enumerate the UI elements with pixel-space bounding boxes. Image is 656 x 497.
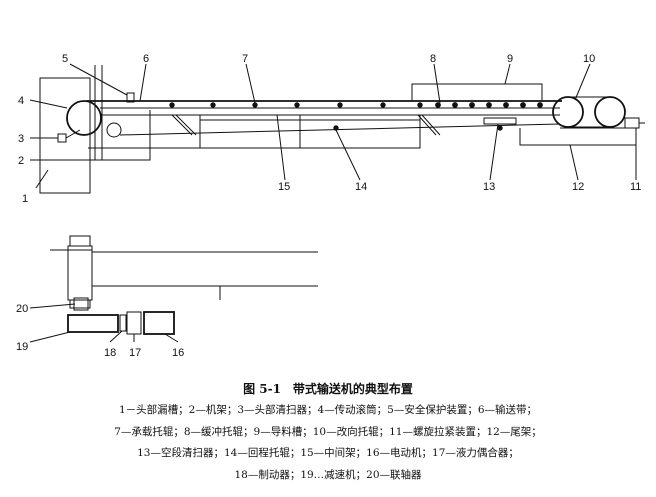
reducer bbox=[67, 314, 119, 333]
part-label-10: 10 bbox=[583, 53, 595, 65]
part-label-13: 13 bbox=[483, 181, 495, 193]
middle-frame bbox=[149, 115, 421, 149]
legend-line: 7—承载托辊；8—缓冲托辊；9—导料槽；10—改向托辊；11—螺旋拉紧装置；12… bbox=[114, 425, 542, 438]
drive-pulley bbox=[66, 100, 102, 136]
bend-pulley bbox=[552, 96, 584, 128]
part-label-5: 5 bbox=[62, 53, 68, 65]
head-frame bbox=[88, 65, 151, 161]
part-labels: 1 2 3 4 5 6 7 8 9 10 11 12 13 14 15 16 1… bbox=[16, 53, 641, 359]
part-label-14: 14 bbox=[355, 181, 367, 193]
part-label-3: 3 bbox=[18, 133, 24, 145]
part-label-7: 7 bbox=[242, 53, 248, 65]
screw-take-up bbox=[624, 117, 640, 129]
part-label-8: 8 bbox=[430, 53, 436, 65]
part-label-6: 6 bbox=[143, 53, 149, 65]
part-label-16: 16 bbox=[172, 347, 184, 359]
buffer-idlers bbox=[435, 102, 543, 108]
part-label-17: 17 bbox=[129, 347, 141, 359]
fluid-coupling bbox=[126, 311, 142, 335]
carrying-idlers bbox=[169, 102, 423, 108]
part-label-15: 15 bbox=[278, 181, 290, 193]
figure-caption: 图 5-1 带式输送机的典型布置 bbox=[243, 382, 413, 396]
empty-section-cleaner bbox=[483, 117, 517, 125]
part-label-20: 20 bbox=[16, 303, 28, 315]
part-label-19: 19 bbox=[16, 341, 28, 353]
part-label-9: 9 bbox=[507, 53, 513, 65]
part-label-18: 18 bbox=[104, 347, 116, 359]
tail-pulley bbox=[594, 96, 626, 128]
drive-plan-view bbox=[50, 235, 318, 335]
figure-legend: 1－头部漏槽；2—机架；3—头部清扫器；4—传动滚筒；5—安全保护装置；6—输送… bbox=[0, 400, 656, 486]
legend-line: 18—制动器；19…减速机；20—联轴器 bbox=[234, 468, 422, 481]
part-label-11: 11 bbox=[630, 181, 641, 193]
frame-plan bbox=[67, 245, 318, 301]
legend-line: 13—空段清扫器；14—回程托辊；15—中间架；16—电动机；17—液力偶合器； bbox=[137, 447, 519, 459]
elevation-view bbox=[39, 65, 645, 194]
brake bbox=[119, 314, 127, 332]
motor bbox=[143, 311, 175, 335]
part-label-1: 1 bbox=[22, 193, 28, 205]
part-label-4: 4 bbox=[18, 95, 24, 107]
head-chute bbox=[39, 77, 91, 194]
safety-device bbox=[126, 92, 135, 103]
part-label-12: 12 bbox=[572, 181, 584, 193]
part-label-2: 2 bbox=[18, 155, 24, 167]
leader-lines bbox=[29, 63, 637, 343]
legend-line: 1－头部漏槽；2—机架；3—头部清扫器；4—传动滚筒；5—安全保护装置；6—输送… bbox=[118, 404, 538, 416]
head-cleaner bbox=[57, 133, 67, 143]
guide-chute bbox=[411, 83, 543, 102]
tail-frame bbox=[519, 127, 637, 146]
